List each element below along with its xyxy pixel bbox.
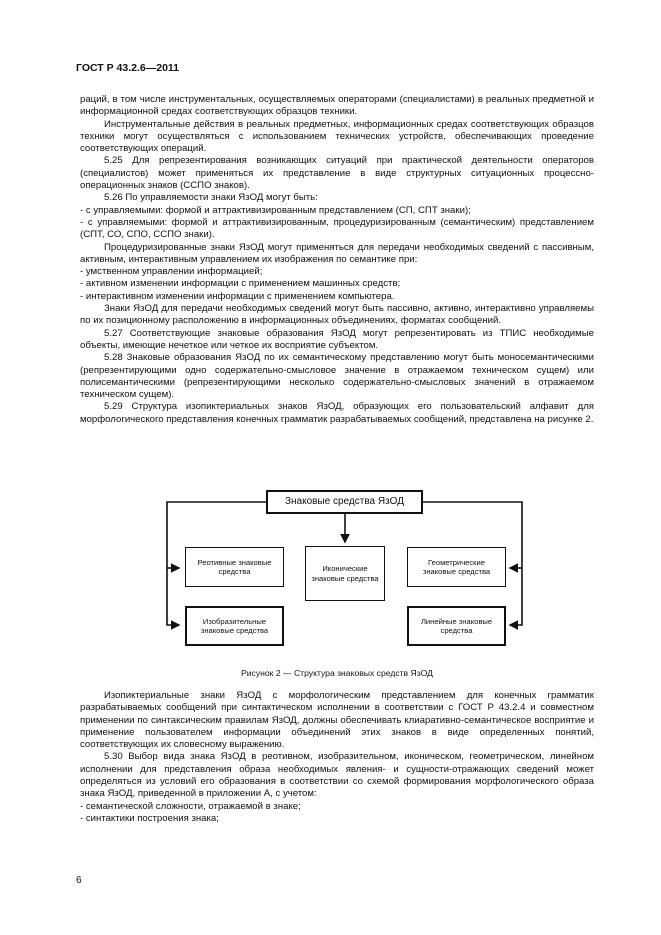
body-text-top: раций, в том числе инструментальных, осу… <box>80 94 594 426</box>
figure-box-reotive: Реотивные знаковые средства <box>185 547 284 587</box>
connector-right <box>423 501 523 630</box>
list-item: - с управляемыми: формой и аттрактивизир… <box>80 216 594 241</box>
figure-box-iconic: Иконические знаковые средства <box>305 546 385 601</box>
figure-box-linear: Линейные знаковые средства <box>407 606 506 646</box>
figure-box-figurative: Изобразительные знаковые средства <box>185 606 284 646</box>
figure-box-geometric: Геометрические знаковые средства <box>407 547 506 587</box>
list-item: - синтактики построения знака; <box>80 812 219 824</box>
paragraph-5-26: 5.26 По управляемости знаки ЯзОД могут б… <box>104 192 318 204</box>
figure-box-sign-means: Знаковые средства ЯзОД <box>266 490 423 514</box>
list-item: - активном изменении информации с примен… <box>80 278 401 290</box>
paragraph-5-29: 5.29 Структура изопиктериальных знаков Я… <box>80 401 594 425</box>
paragraph-5-28: 5.28 Знаковые образования ЯзОД по их сем… <box>80 352 594 401</box>
paragraph: Инструментальные действия в реальных пре… <box>80 118 594 155</box>
list-item: - с управляемыми: формой и аттрактивизир… <box>80 204 471 216</box>
figure-caption: Рисунок 2 — Структура знаковых средств Я… <box>241 668 433 678</box>
paragraph-5-27: 5.27 Соответствующие знаковые образовани… <box>80 327 594 351</box>
paragraph: Процедуризированные знаки ЯзОД могут при… <box>80 241 594 265</box>
paragraph-5-30: 5.30 Выбор вида знака ЯзОД в реотивном, … <box>80 751 594 800</box>
list-item: - семантической сложности, отражаемой в … <box>80 800 301 812</box>
document-header: ГОСТ Р 43.2.6—2011 <box>76 62 180 74</box>
connector-left <box>166 501 266 630</box>
paragraph: Знаки ЯзОД для передачи необходимых свед… <box>80 303 594 327</box>
page-number: 6 <box>76 875 82 886</box>
list-item: - интерактивном изменении информации с п… <box>80 290 395 302</box>
paragraph: Изопиктериальные знаки ЯзОД с морфологич… <box>80 690 594 751</box>
body-text-bottom: Изопиктериальные знаки ЯзОД с морфологич… <box>80 690 594 825</box>
paragraph-5-25: 5.25 Для репрезентирования возникающих с… <box>80 155 594 192</box>
paragraph: раций, в том числе инструментальных, осу… <box>80 94 594 118</box>
list-item: - умственном управлении информацией; <box>80 266 263 278</box>
